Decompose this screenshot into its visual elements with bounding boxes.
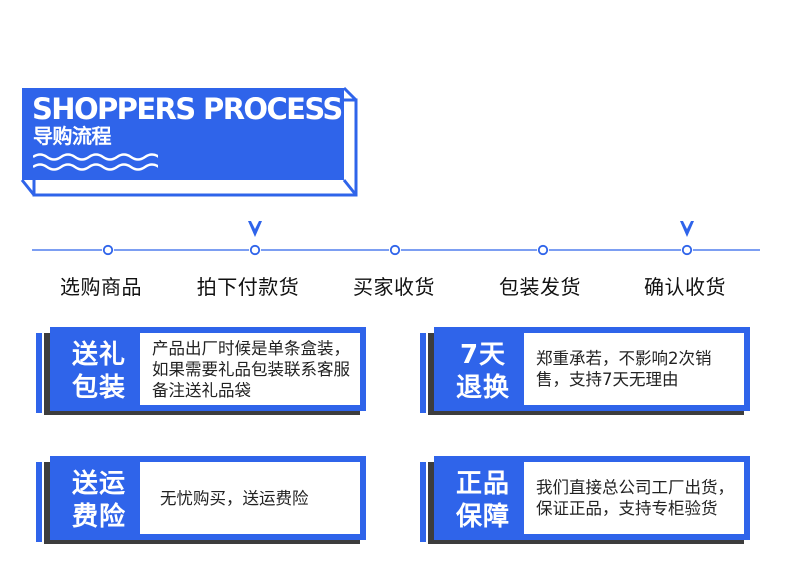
card-accent-bar: [420, 333, 426, 413]
timeline-node-3: [389, 244, 401, 256]
step-label-4: 包装发货: [499, 275, 581, 299]
step-label-3: 买家收货: [353, 275, 435, 299]
timeline-node-2: [249, 244, 261, 256]
feature-card-shipping-insurance: 送运 费险 无忧购买，送运费险: [36, 456, 366, 544]
feature-card-7day-return: 7天 退换 郑重承若，不影响2次销售，支持7天无理由: [420, 327, 750, 415]
timeline-node-5: [681, 244, 693, 256]
card-accent-bar: [420, 462, 426, 542]
card-description: 无忧购买，送运费险: [160, 488, 309, 508]
step-label-5: 确认收货: [644, 275, 726, 299]
card-accent-bar: [36, 462, 42, 542]
card-description: 郑重承若，不影响2次销售，支持7天无理由: [536, 349, 712, 389]
card-title: 7天 退换: [455, 340, 510, 403]
title-box-graphic: [20, 86, 358, 197]
card-text-box: 产品出厂时候是单条盒装，如果需要礼品包装联系客服备注送礼品袋: [140, 333, 360, 405]
card-description: 我们直接总公司工厂出货，保证正品，支持专柜验货: [536, 478, 734, 518]
card-accent-bar: [36, 333, 42, 413]
feature-card-gift-wrap: 送礼 包装 产品出厂时候是单条盒装，如果需要礼品包装联系客服备注送礼品袋: [36, 327, 366, 415]
timeline-node-1: [102, 244, 114, 256]
arrow-down-icon: [680, 221, 694, 237]
wave-decoration: [33, 153, 158, 171]
step-label-1: 选购商品: [60, 275, 142, 299]
process-timeline: [0, 215, 790, 265]
card-title: 送礼 包装: [71, 340, 126, 403]
card-title: 正品 保障: [455, 469, 510, 532]
feature-card-authentic-guarantee: 正品 保障 我们直接总公司工厂出货，保证正品，支持专柜验货: [420, 456, 750, 544]
card-title: 送运 费险: [71, 469, 126, 532]
page-subtitle: 导购流程: [33, 124, 112, 148]
page-title: SHOPPERS PROCESS: [32, 92, 343, 126]
timeline-node-4: [537, 244, 549, 256]
title-banner: [20, 86, 358, 197]
step-label-2: 拍下付款货: [196, 275, 300, 299]
card-text-box: 郑重承若，不影响2次销售，支持7天无理由: [524, 333, 744, 405]
card-text-box: 我们直接总公司工厂出货，保证正品，支持专柜验货: [524, 462, 744, 534]
card-text-box: 无忧购买，送运费险: [140, 462, 360, 534]
arrow-down-icon: [248, 221, 262, 237]
card-description: 产品出厂时候是单条盒装，如果需要礼品包装联系客服备注送礼品袋: [152, 338, 350, 400]
